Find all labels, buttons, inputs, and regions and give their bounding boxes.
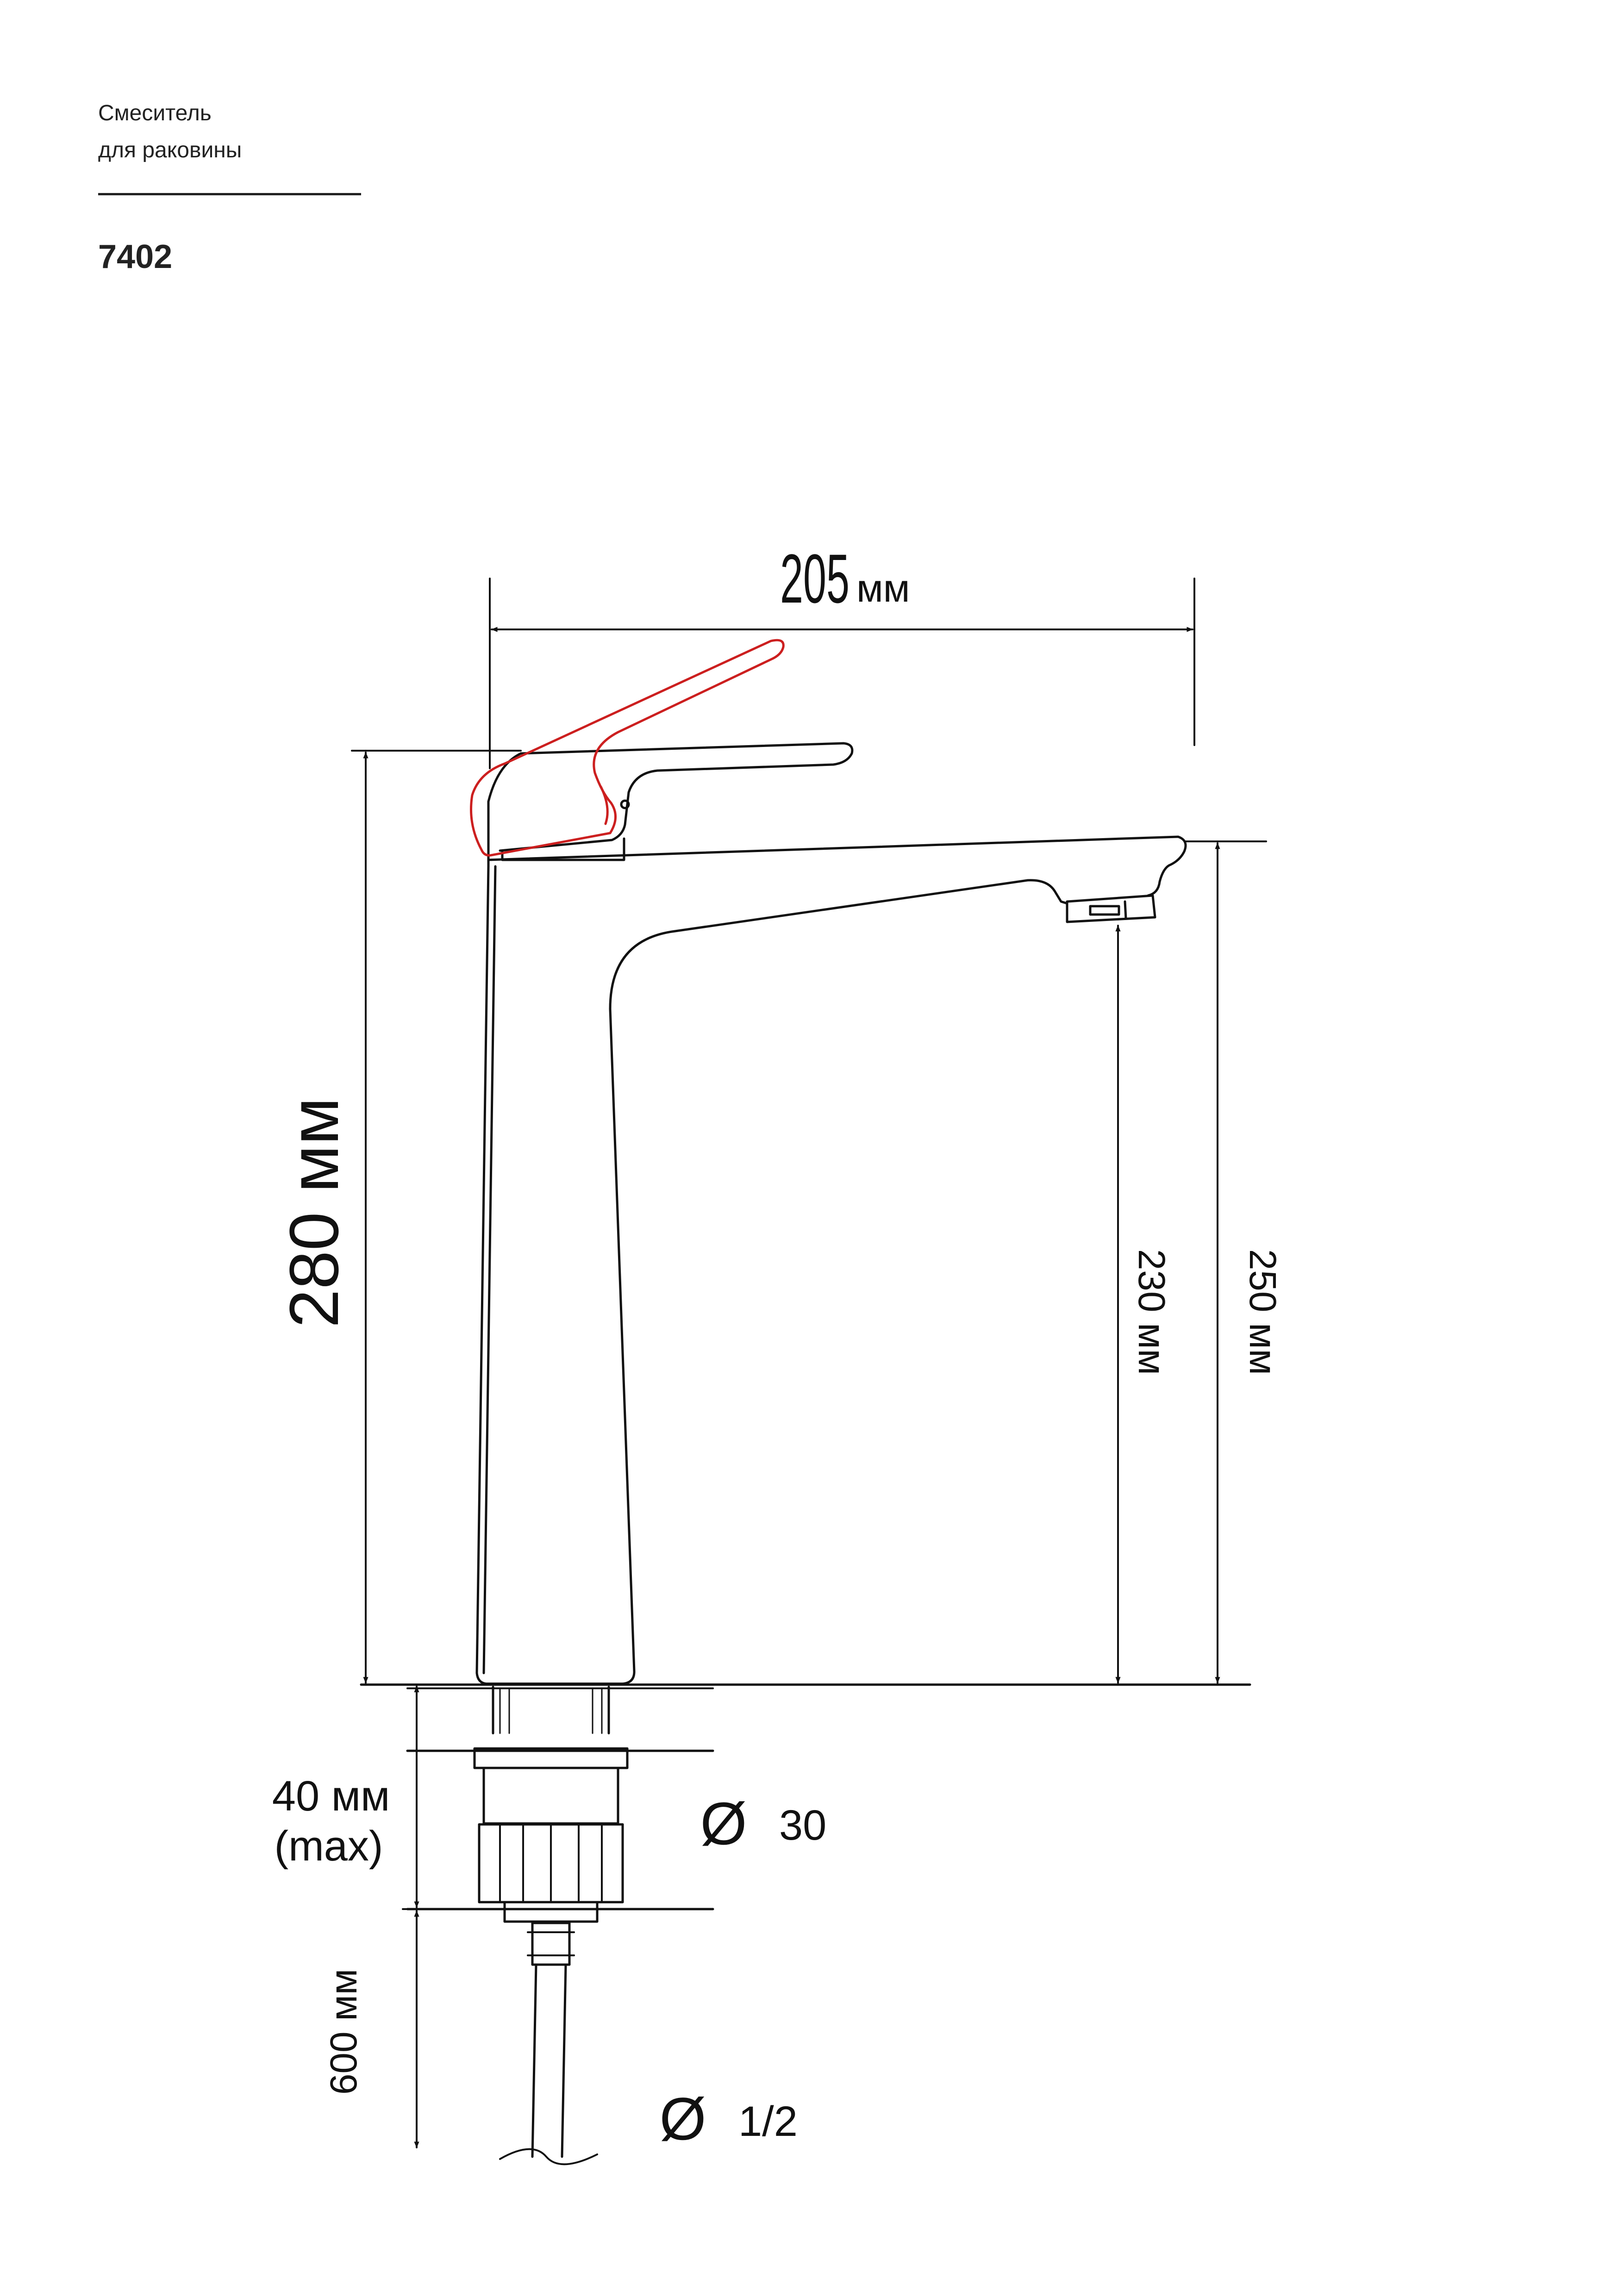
product-type-line-1: Смеситель <box>98 101 212 125</box>
mount-thickness-label: 40 мм <box>272 1773 390 1820</box>
handle-screw <box>620 799 630 809</box>
hose-fitting-hex <box>527 1931 575 1956</box>
fixing-nut-ribs <box>499 1823 603 1903</box>
faucet-body-outline <box>475 865 1068 1685</box>
aerator-inner-line <box>1124 900 1127 920</box>
shank-thread-lines <box>499 1688 603 1734</box>
width-dimension-unit: мм <box>856 566 910 610</box>
hose-thread-diameter: 1/2 <box>738 2098 798 2145</box>
spout-top-edge <box>487 835 1187 897</box>
title-divider <box>98 193 361 195</box>
height-280-label: 280 мм <box>275 1097 353 1328</box>
height-250-label: 250 мм <box>1242 1249 1284 1375</box>
aerator-slot <box>1089 905 1120 916</box>
shank <box>492 1686 610 1735</box>
model-number: 7402 <box>98 238 173 275</box>
mount-thickness-max-label: (max) <box>274 1823 383 1870</box>
width-dimension-value: 205 <box>780 540 849 617</box>
nut-base <box>503 1901 599 1923</box>
shank-lower <box>482 1767 619 1825</box>
handle-open-position <box>470 639 785 857</box>
product-type-line-2: для раковины <box>98 138 242 162</box>
body-left-edge-line <box>482 865 497 1674</box>
mount-hole-diameter: 30 <box>779 1802 826 1849</box>
diameter-symbol-30: Ø <box>700 1790 747 1857</box>
hose-break-line <box>499 2148 598 2165</box>
hose-fitting <box>531 1922 571 1966</box>
handle-closed <box>487 742 854 861</box>
aerator <box>1066 894 1156 923</box>
flexible-hose <box>531 1963 567 2158</box>
hose-length-label: 600 мм <box>323 1969 365 2095</box>
title-block: Смеситель для раковины 7402 <box>98 95 361 276</box>
handle-open-inner-edge <box>600 785 609 825</box>
height-230-label: 230 мм <box>1131 1249 1173 1375</box>
diameter-symbol-half: Ø <box>659 2085 706 2153</box>
